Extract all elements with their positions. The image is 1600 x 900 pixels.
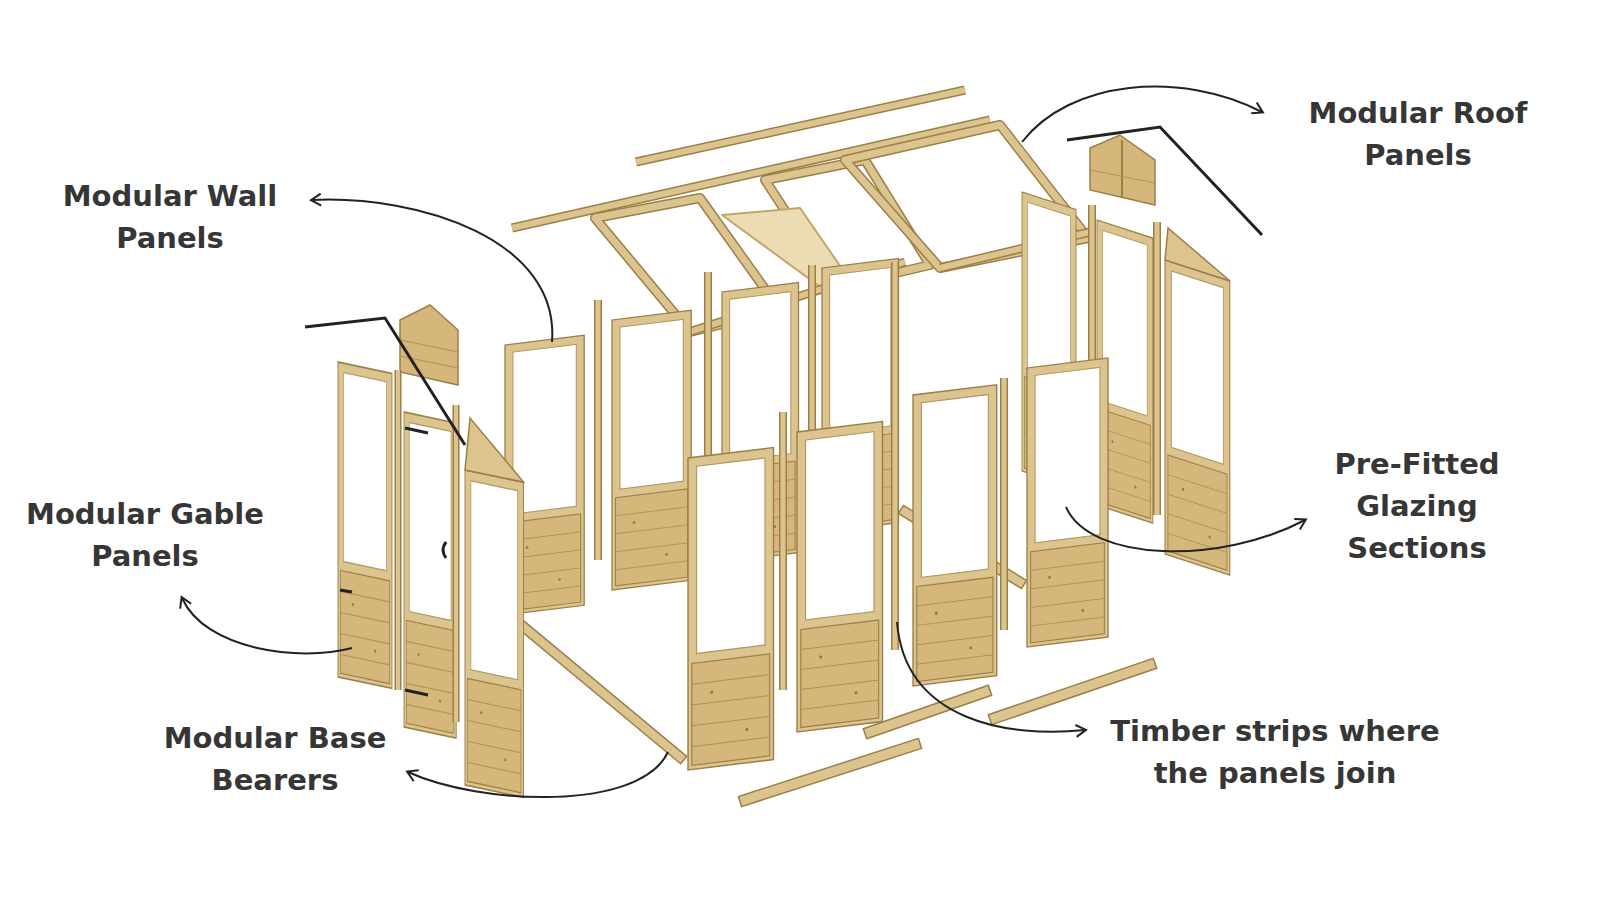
callout-label: Modular Wall Panels — [35, 175, 305, 259]
callout-label: Timber strips where the panels join — [1095, 710, 1455, 794]
callout-label: Modular Roof Panels — [1283, 92, 1553, 176]
pointer-lines — [305, 127, 1262, 445]
callout-label: Modular Base Bearers — [140, 717, 410, 801]
callout-arrows — [182, 87, 1305, 797]
base-bearer — [745, 665, 1150, 800]
callout-label: Modular Gable Panels — [5, 493, 285, 577]
front-wall-panels — [688, 358, 1108, 770]
callout-label: Pre-Fitted Glazing Sections — [1317, 443, 1517, 569]
roof-frame — [512, 90, 1090, 335]
